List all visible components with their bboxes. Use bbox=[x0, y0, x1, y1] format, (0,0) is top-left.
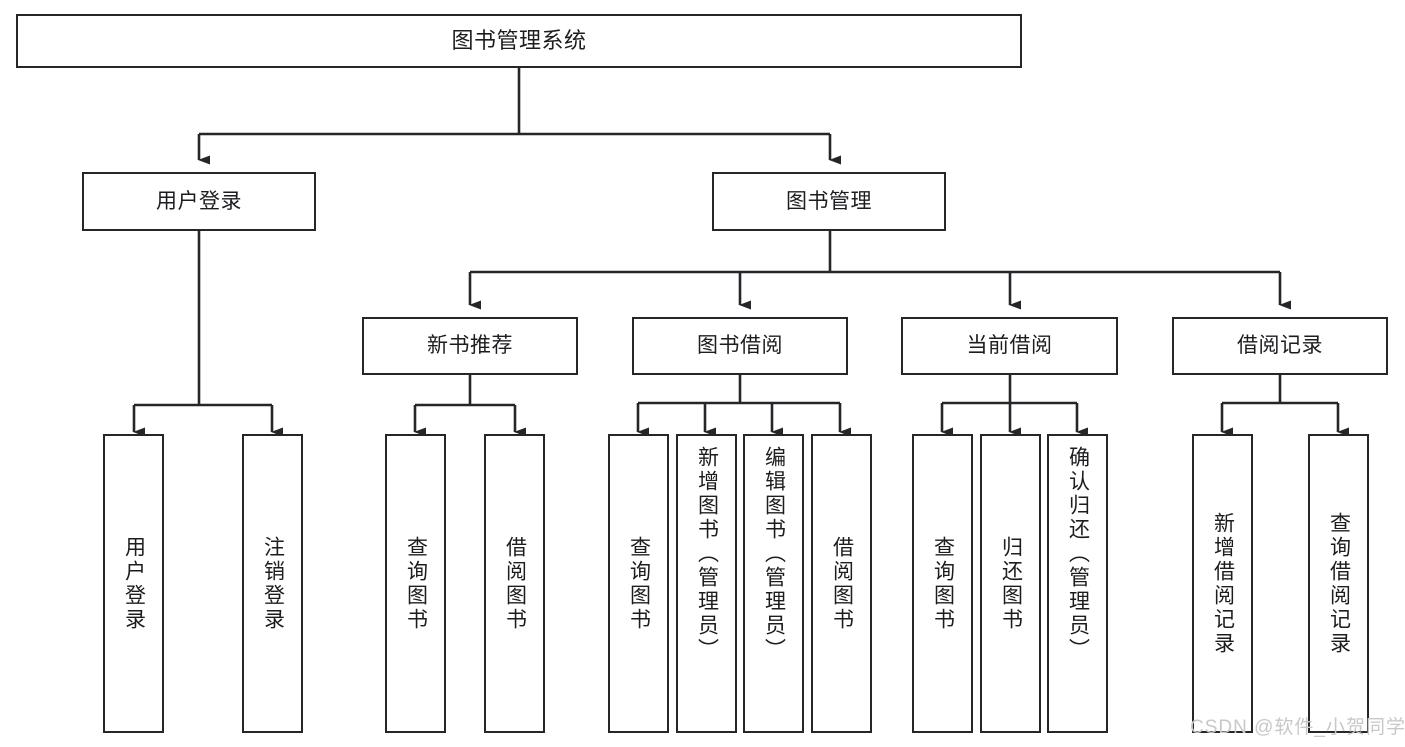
leaf-book-borrow-2[interactable]: 编辑图书（管理员） bbox=[743, 434, 804, 733]
leaf-borrow-record-1[interactable]: 查询借阅记录 bbox=[1308, 434, 1369, 733]
leaf-book-borrow-2-label: 编辑图书（管理员） bbox=[762, 446, 786, 662]
leaf-borrow-record-0-label: 新增借阅记录 bbox=[1211, 511, 1235, 656]
leaf-new-book-rec-1-label: 借阅图书 bbox=[503, 535, 527, 632]
node-current-borrow-label: 当前借阅 bbox=[966, 334, 1053, 358]
node-borrow-record[interactable]: 借阅记录 bbox=[1172, 317, 1388, 375]
node-root[interactable]: 图书管理系统 bbox=[16, 14, 1022, 68]
leaf-new-book-rec-1[interactable]: 借阅图书 bbox=[484, 434, 545, 733]
node-borrow-record-label: 借阅记录 bbox=[1237, 334, 1323, 358]
leaf-book-borrow-3[interactable]: 借阅图书 bbox=[811, 434, 872, 733]
node-new-book-rec-label: 新书推荐 bbox=[427, 334, 513, 358]
node-book-manage[interactable]: 图书管理 bbox=[712, 172, 946, 231]
node-book-borrow[interactable]: 图书借阅 bbox=[632, 317, 848, 375]
node-user-login-label: 用户登录 bbox=[156, 189, 242, 213]
leaf-user-login-0[interactable]: 用户登录 bbox=[103, 434, 164, 733]
leaf-user-login-1[interactable]: 注销登录 bbox=[242, 434, 303, 733]
node-new-book-rec[interactable]: 新书推荐 bbox=[362, 317, 578, 375]
node-book-manage-label: 图书管理 bbox=[786, 189, 872, 213]
leaf-current-borrow-2[interactable]: 确认归还（管理员） bbox=[1047, 434, 1108, 733]
leaf-user-login-1-label: 注销登录 bbox=[261, 535, 285, 632]
node-user-login[interactable]: 用户登录 bbox=[82, 172, 316, 231]
leaf-current-borrow-2-label: 确认归还（管理员） bbox=[1066, 446, 1090, 662]
leaf-current-borrow-0-label: 查询图书 bbox=[931, 535, 955, 632]
leaf-book-borrow-1[interactable]: 新增图书（管理员） bbox=[676, 434, 737, 733]
leaf-book-borrow-0-label: 查询图书 bbox=[627, 535, 651, 632]
leaf-user-login-0-label: 用户登录 bbox=[122, 535, 146, 632]
node-book-borrow-label: 图书借阅 bbox=[697, 334, 783, 358]
leaf-current-borrow-0[interactable]: 查询图书 bbox=[912, 434, 973, 733]
leaf-current-borrow-1-label: 归还图书 bbox=[999, 535, 1023, 632]
csdn-watermark: CSDN @软件_小贺同学 bbox=[1190, 717, 1405, 738]
leaf-borrow-record-0[interactable]: 新增借阅记录 bbox=[1192, 434, 1253, 733]
leaf-book-borrow-0[interactable]: 查询图书 bbox=[608, 434, 669, 733]
leaf-book-borrow-1-label: 新增图书（管理员） bbox=[695, 446, 719, 662]
node-current-borrow[interactable]: 当前借阅 bbox=[901, 317, 1118, 375]
leaf-borrow-record-1-label: 查询借阅记录 bbox=[1327, 511, 1351, 656]
leaf-current-borrow-1[interactable]: 归还图书 bbox=[980, 434, 1041, 733]
leaf-new-book-rec-0-label: 查询图书 bbox=[404, 535, 428, 632]
leaf-new-book-rec-0[interactable]: 查询图书 bbox=[385, 434, 446, 733]
leaf-book-borrow-3-label: 借阅图书 bbox=[830, 535, 854, 632]
node-root-label: 图书管理系统 bbox=[451, 27, 587, 53]
